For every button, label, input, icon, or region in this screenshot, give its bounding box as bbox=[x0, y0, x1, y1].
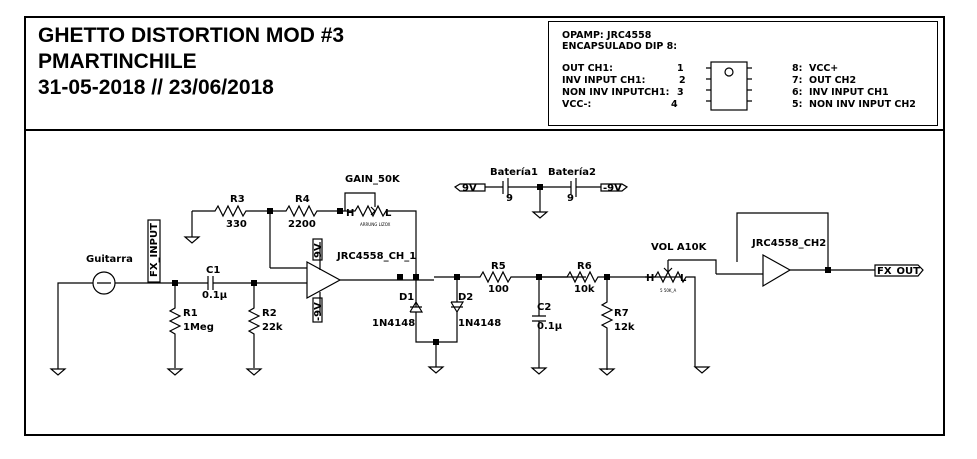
label-fx-out: FX_OUT bbox=[877, 266, 920, 277]
resistor-r5 bbox=[434, 270, 586, 284]
neg9v-flag-left bbox=[453, 183, 486, 192]
resistor-r6 bbox=[539, 270, 680, 284]
resistor-r4 bbox=[270, 204, 339, 218]
title-block bbox=[24, 16, 945, 131]
pin-5-name: NON INV INPUT CH2 bbox=[809, 99, 916, 110]
pin-7-name: OUT CH2 bbox=[809, 75, 857, 86]
pin-4-name: VCC-: bbox=[562, 99, 592, 110]
pin-3-name: NON INV INPUTCH1: bbox=[562, 87, 670, 98]
label-vneg-right: -9V bbox=[603, 183, 622, 194]
label-bat1: Batería1 bbox=[490, 166, 538, 178]
diodes-d1-d2 bbox=[409, 277, 465, 343]
pin-5-num: 5: bbox=[792, 99, 803, 110]
title-text: GHETTO DISTORTION MOD #3 bbox=[38, 24, 345, 47]
label-vpos: 9V bbox=[313, 243, 324, 258]
resistor-r1 bbox=[168, 283, 182, 368]
dip8-chip-icon bbox=[706, 61, 752, 111]
value-r4: 2200 bbox=[288, 219, 316, 230]
label-vol: VOL A10K bbox=[651, 242, 708, 253]
author-text: PMARTINCHILE bbox=[38, 50, 197, 73]
value-r1: 1Meg bbox=[183, 322, 214, 333]
value-r2: 22k bbox=[262, 322, 283, 333]
label-d2: D2 bbox=[458, 292, 473, 303]
label-bat2: Batería2 bbox=[548, 166, 596, 178]
opamp-label: OPAMP: JRC4558 bbox=[562, 30, 652, 41]
pin-l-vol: L bbox=[680, 273, 687, 284]
opamp-vneg-flag bbox=[312, 297, 323, 323]
capacitor-c2 bbox=[532, 277, 546, 368]
value-d2: 1N4148 bbox=[458, 318, 501, 329]
pin-8-num: 8: bbox=[792, 63, 803, 74]
pin-6-num: 6: bbox=[792, 87, 803, 98]
pin-h-vol: H bbox=[646, 273, 654, 284]
package-label: ENCAPSULADO DIP 8: bbox=[562, 41, 678, 52]
volume-pot bbox=[645, 259, 717, 367]
pin-6-name: INV INPUT CH1 bbox=[809, 87, 889, 98]
label-r7: R7 bbox=[614, 308, 629, 319]
value-c1: 0.1µ bbox=[202, 290, 228, 301]
pin-1-num: 1 bbox=[677, 63, 684, 74]
label-r6: R6 bbox=[577, 261, 592, 272]
opamp-ch1-symbol bbox=[306, 260, 342, 300]
pin-l-gain: L bbox=[385, 208, 392, 219]
tiny-gain: ARRUNG LIZOX bbox=[360, 222, 391, 227]
label-opamp2: JRC4558_CH2 bbox=[751, 238, 826, 249]
ground-symbols bbox=[49, 211, 711, 376]
opamp-vpos-flag bbox=[312, 238, 323, 261]
label-r3: R3 bbox=[230, 194, 245, 205]
label-c1: C1 bbox=[206, 265, 220, 276]
pin-7-num: 7: bbox=[792, 75, 803, 86]
label-c2: C2 bbox=[537, 302, 551, 313]
resistor-r3 bbox=[192, 204, 270, 218]
label-vneg: -9V bbox=[313, 302, 324, 321]
date-text: 31-05-2018 // 23/06/2018 bbox=[38, 76, 274, 99]
fx-input-flag bbox=[147, 219, 161, 283]
neg9v-flag-right bbox=[600, 183, 629, 192]
value-c2: 0.1µ bbox=[537, 321, 563, 332]
guitar-jack-icon bbox=[57, 271, 116, 369]
value-d1: 1N4148 bbox=[372, 318, 415, 329]
label-d1: D1 bbox=[399, 292, 414, 303]
opamp-ch2-symbol bbox=[762, 253, 792, 288]
value-r5: 100 bbox=[488, 284, 509, 295]
label-r2: R2 bbox=[262, 308, 277, 319]
pin-4-num: 4 bbox=[671, 99, 678, 110]
fx-out-flag bbox=[874, 264, 924, 277]
label-guitarra: Guitarra bbox=[86, 254, 133, 265]
value-r3: 330 bbox=[226, 219, 247, 230]
capacitor-c1 bbox=[175, 276, 307, 290]
pin-2-name: INV INPUT CH1: bbox=[562, 75, 646, 86]
label-opamp1: JRC4558_CH_1 bbox=[336, 251, 416, 262]
label-r5: R5 bbox=[491, 261, 506, 272]
label-fx-input: FX_INPUT bbox=[149, 223, 160, 277]
pin-h-gain: H bbox=[346, 208, 354, 219]
junction-dots bbox=[172, 184, 831, 345]
pin-2-num: 2 bbox=[679, 75, 686, 86]
value-r7: 12k bbox=[614, 322, 635, 333]
value-r6: 10k bbox=[574, 284, 595, 295]
value-bat2: 9 bbox=[567, 193, 574, 204]
pinout-box bbox=[548, 21, 938, 126]
label-r4: R4 bbox=[295, 194, 310, 205]
value-bat1: 9 bbox=[506, 193, 513, 204]
batteries bbox=[485, 178, 601, 212]
resistor-r7 bbox=[600, 277, 614, 370]
schematic-frame bbox=[24, 131, 945, 436]
label-vneg-left: 9V bbox=[462, 183, 477, 194]
pin-1-name: OUT CH1: bbox=[562, 63, 613, 74]
tiny-vol: 5 50K_A bbox=[660, 288, 677, 293]
pin-3-num: 3 bbox=[677, 87, 684, 98]
label-gain: GAIN_50K bbox=[345, 174, 401, 185]
label-r1: R1 bbox=[183, 308, 198, 319]
pin-8-name: VCC+ bbox=[809, 63, 839, 74]
resistor-r2 bbox=[247, 283, 261, 368]
